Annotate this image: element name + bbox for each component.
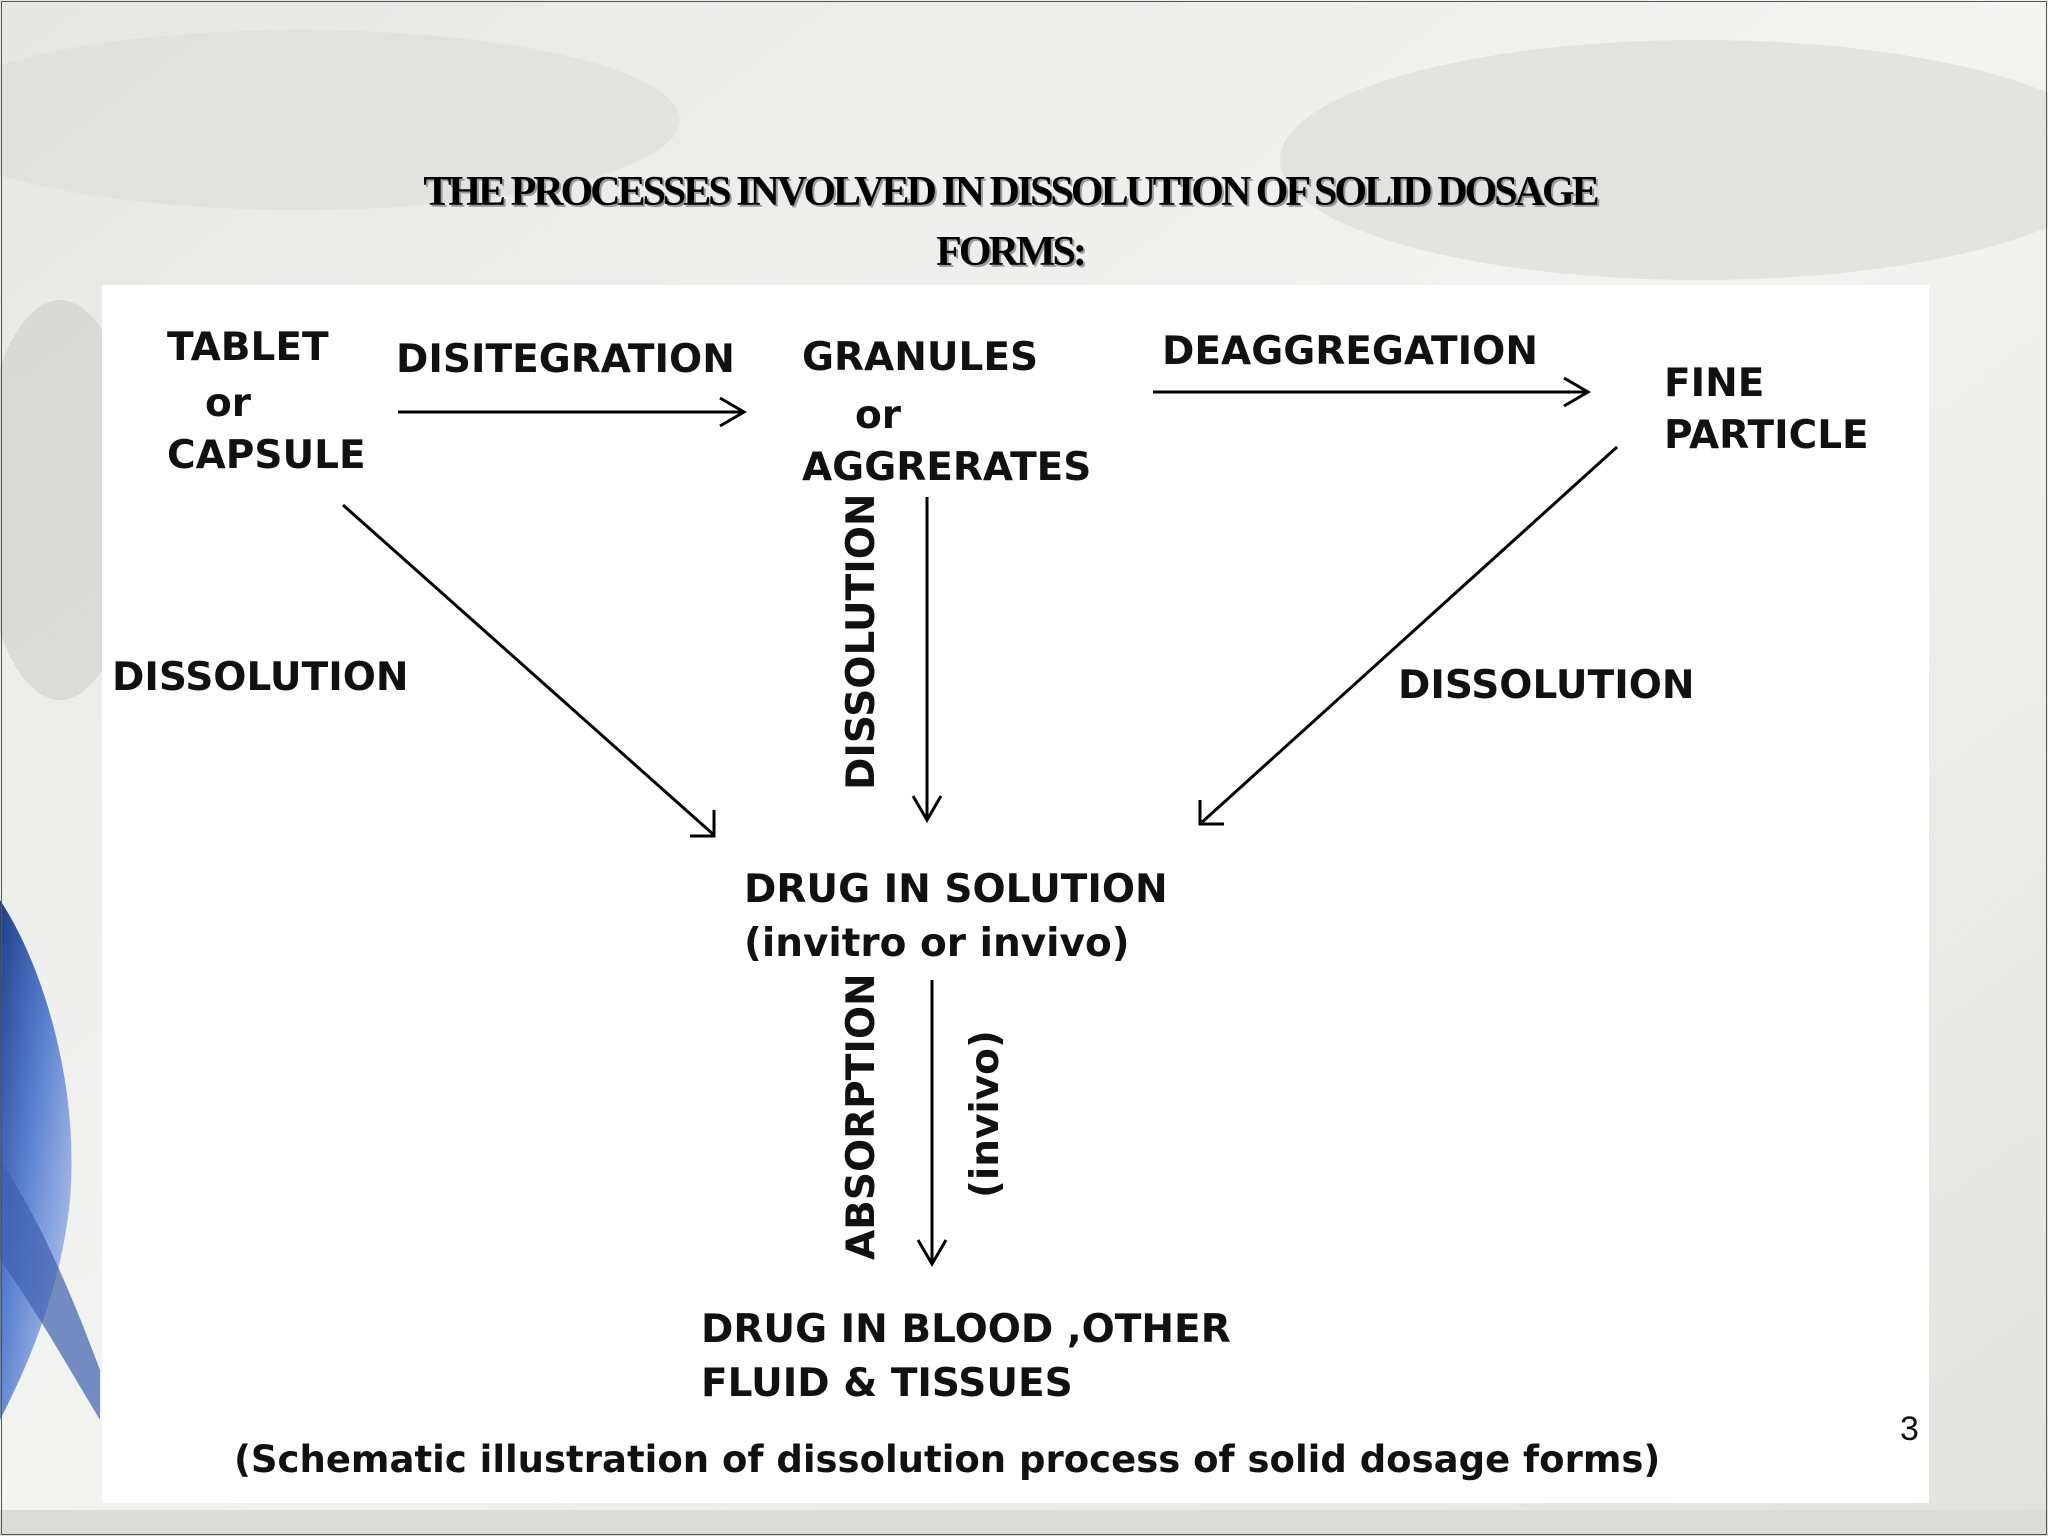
node-tablet-line1: TABLET — [167, 325, 329, 370]
node-fine-particle-line1: FINE — [1664, 361, 1765, 406]
edge-label-disintegration: DISITEGRATION — [396, 337, 735, 382]
node-tablet-line2: or — [205, 381, 252, 426]
node-tablet-line3: CAPSULE — [167, 433, 366, 478]
diagram-caption: (Schematic illustration of dissolution p… — [234, 1438, 1661, 1481]
title-line-2: FORMS: — [936, 229, 1087, 275]
node-fine-particle-line2: PARTICLE — [1664, 413, 1869, 458]
node-granules-line3: AGGRERATES — [802, 445, 1092, 490]
edge-label-deaggregation: DEAGGREGATION — [1162, 329, 1538, 374]
node-drug-blood-line2: FLUID & TISSUES — [701, 1361, 1073, 1406]
edge-label-absorption: ABSORPTION — [839, 973, 884, 1260]
edge-label-dissolution-left: DISSOLUTION — [112, 655, 409, 700]
page-number: 3 — [1900, 1410, 1919, 1448]
node-granules-line1: GRANULES — [802, 335, 1039, 380]
node-granules-line2: or — [855, 393, 902, 438]
node-drug-solution-line1: DRUG IN SOLUTION — [744, 867, 1168, 912]
node-drug-blood-line1: DRUG IN BLOOD ,OTHER — [701, 1307, 1231, 1352]
node-drug-solution-line2: (invitro or invivo) — [744, 921, 1130, 966]
slide-title: THE PROCESSES INVOLVED IN DISSOLUTION OF… — [230, 162, 1790, 282]
title-line-1: THE PROCESSES INVOLVED IN DISSOLUTION OF… — [423, 169, 1599, 215]
blue-swoosh — [0, 900, 72, 1420]
edge-label-invivo: (invivo) — [963, 1030, 1008, 1198]
edge-label-dissolution-vertical: DISSOLUTION — [839, 493, 884, 791]
edge-label-dissolution-right: DISSOLUTION — [1398, 663, 1695, 708]
diagram-panel — [102, 285, 1929, 1503]
